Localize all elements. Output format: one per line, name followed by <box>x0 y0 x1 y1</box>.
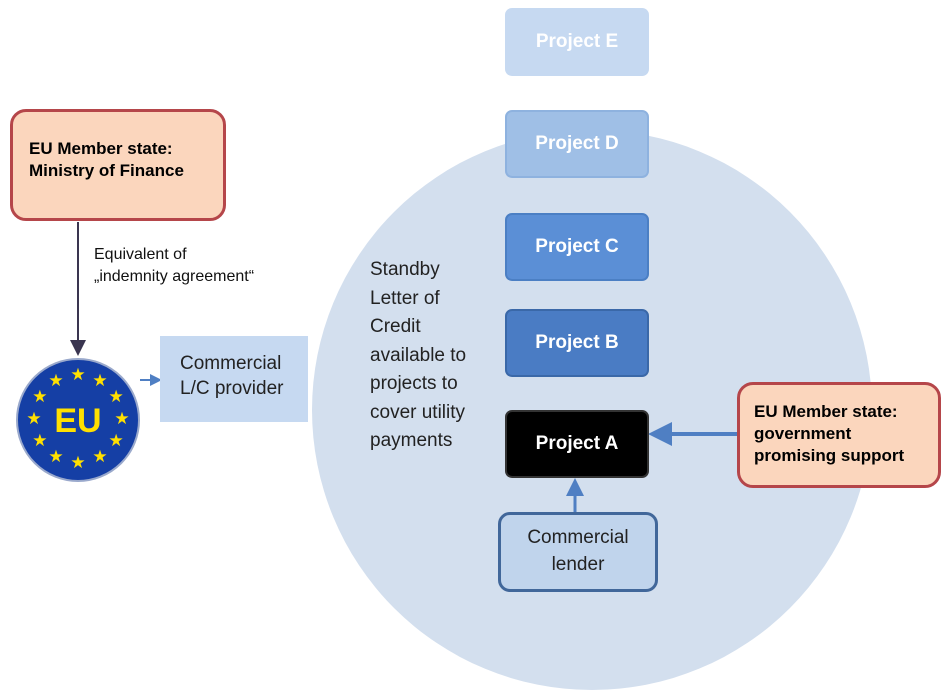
standby-line: projects to <box>370 373 458 394</box>
eu-star-icon: ★ <box>32 431 48 451</box>
lender-line-1: Commercial <box>527 527 629 548</box>
project-a-box: Project A <box>505 410 649 478</box>
ministry-line-1: EU Member state: <box>29 139 173 158</box>
eu-star-icon: ★ <box>92 370 108 391</box>
government-line-1: EU Member state: <box>754 402 898 421</box>
commercial-lender-box: Commercial lender <box>498 512 658 592</box>
project-e-box: Project E <box>505 8 649 76</box>
project-c-box: Project C <box>505 213 649 281</box>
eu-star-icon: ★ <box>70 365 86 385</box>
standby-line: available to <box>370 344 467 366</box>
ministry-line-2: Ministry of Finance <box>29 161 184 180</box>
government-line-3: promising support <box>754 446 905 465</box>
indemnity-line-1: Equivalent of <box>94 246 187 263</box>
government-line-2: government <box>754 424 852 443</box>
lc-provider-line-2: L/C provider <box>180 378 284 399</box>
lc-provider-box: Commercial L/C provider <box>160 336 308 422</box>
eu-star-icon: ★ <box>114 409 130 429</box>
government-support-box: EU Member state: government promising su… <box>737 382 941 488</box>
standby-line: Standby <box>370 259 440 280</box>
eu-flag-icon: ★★★★★★★★★★★★ EU <box>16 358 140 482</box>
eu-star-icon: ★ <box>48 370 64 391</box>
standby-line: cover utility <box>370 401 466 423</box>
project-d-box: Project D <box>505 110 649 178</box>
eu-star-icon: ★ <box>32 387 48 407</box>
standby-letter-of-credit-text: Standby Letter of Credit available to pr… <box>370 256 500 456</box>
standby-line: payments <box>370 430 453 451</box>
eu-star-icon: ★ <box>70 453 86 473</box>
lender-line-2: lender <box>551 554 605 575</box>
indemnity-line-2: „indemnity agreement“ <box>94 268 255 285</box>
eu-label: EU <box>54 402 102 440</box>
indemnity-label: Equivalent of „indemnity agreement“ <box>94 244 324 288</box>
eu-star-icon: ★ <box>108 431 124 451</box>
connector-arrows <box>70 222 737 512</box>
lc-provider-line-1: Commercial <box>180 353 282 374</box>
project-b-box: Project B <box>505 309 649 377</box>
eu-star-icon: ★ <box>108 387 124 407</box>
standby-line: Credit <box>370 316 421 337</box>
eu-star-icon: ★ <box>92 447 108 468</box>
eu-star-icon: ★ <box>26 409 42 429</box>
standby-line: Letter of <box>370 287 440 309</box>
ministry-of-finance-box: EU Member state: Ministry of Finance <box>10 109 226 221</box>
eu-star-icon: ★ <box>48 447 64 468</box>
